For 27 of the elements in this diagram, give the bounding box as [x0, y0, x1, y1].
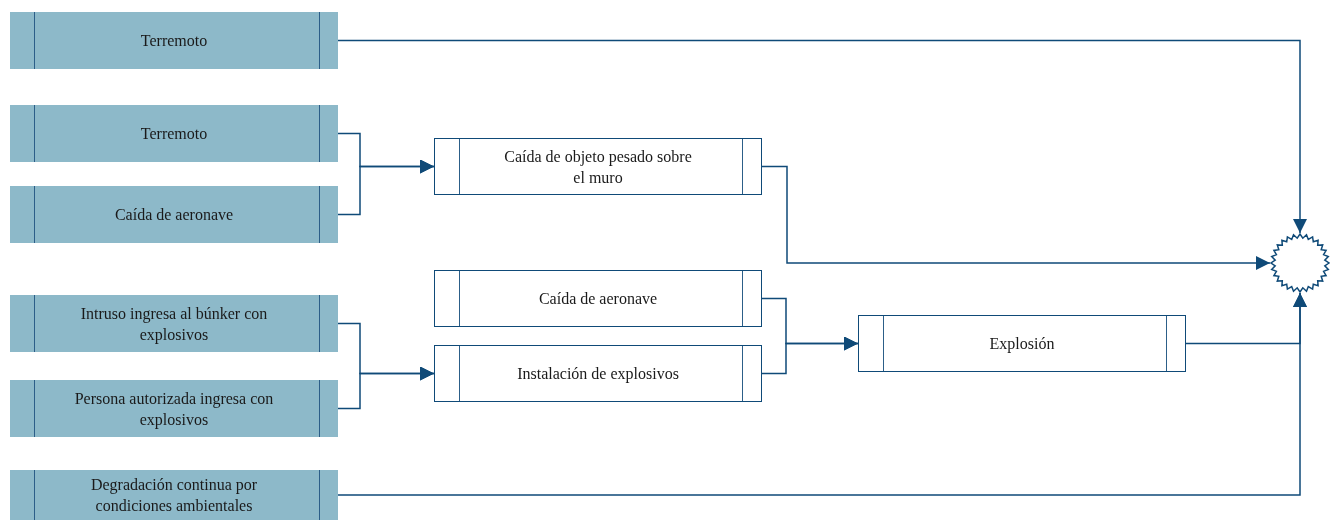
node-label: Caída de objeto pesado sobre el muro: [503, 146, 693, 188]
event-box: [10, 186, 338, 243]
node-label: Explosión: [988, 334, 1056, 354]
node-label: Persona autorizada ingresa con explosivos: [73, 388, 275, 430]
node-label: Instalación de explosivos: [516, 364, 680, 384]
event-box: [10, 12, 338, 69]
event-box: [10, 105, 338, 162]
arrow: [761, 336, 859, 375]
event-box: [10, 470, 338, 520]
arrow: [761, 165, 1271, 270]
arrow: [337, 292, 1307, 496]
node-label: Terremoto: [139, 31, 209, 51]
process-box: [434, 138, 762, 195]
arrow: [337, 39, 1307, 234]
node-label: Intruso ingresa al búnker con explosivos: [79, 303, 269, 345]
process-box: [858, 315, 1186, 372]
event-box: [10, 295, 338, 352]
event-box: [10, 380, 338, 437]
starburst-symbol: [1270, 233, 1330, 293]
process-box: [434, 270, 762, 327]
node-label: Caída de aeronave: [537, 289, 659, 309]
process-box: [434, 345, 762, 402]
node-label: Caída de aeronave: [113, 205, 235, 225]
node-label: Degradación continua por condiciones ambientales: [89, 475, 259, 516]
arrow: [337, 366, 435, 410]
node-label: Terremoto: [139, 124, 209, 144]
arrow: [337, 159, 435, 216]
